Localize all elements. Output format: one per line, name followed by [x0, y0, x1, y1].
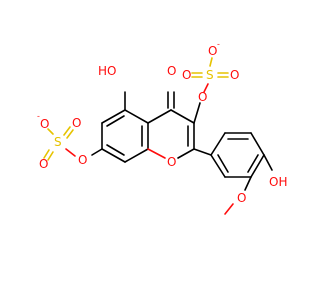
ring-a-bonds: [101, 109, 149, 163]
hydroxyl-5-label: HO: [98, 64, 116, 78]
bond-c2-c1p: [193, 148, 212, 156]
bond-s7-oright-a: [63, 126, 71, 136]
bond-c4a-c4: [147, 109, 172, 124]
bond-c3p-o: [244, 176, 252, 191]
sulfate7-oxygen-right-label: O: [72, 116, 81, 130]
bond-s7-obottom-b: [47, 151, 54, 161]
bond-c4p-c3p-inner: [247, 154, 259, 173]
bond-s3-ominus: [209, 57, 213, 67]
bond-c3-o: [193, 102, 201, 124]
bond-s7-ominus: [47, 128, 54, 135]
ring-c-bonds: [147, 109, 195, 159]
bond-c4-c3: [170, 109, 195, 124]
bond-c1p-c6p: [210, 132, 226, 156]
bond-c8-c7: [101, 148, 126, 163]
bond-c5p-c4p: [250, 132, 265, 156]
ring-b-bonds: [193, 132, 265, 178]
bond-o1-c8a: [147, 148, 166, 159]
bond-c2-o1: [177, 148, 195, 159]
bond-c7-o: [91, 148, 103, 156]
bond-s7-obottom-a: [43, 149, 50, 159]
carbonyl-oxygen-label: O: [167, 64, 176, 78]
bond-c2p-c1p: [210, 154, 226, 178]
sulfate3-oxygen-left-label: O: [182, 68, 191, 82]
sulfate7-charge-label: -: [37, 112, 40, 121]
bond-o-s3: [203, 83, 209, 93]
bond-c4p-c3p: [250, 154, 265, 178]
bond-o-methyl: [224, 203, 234, 215]
atom-labels: HO O O S O - O O O S O - O O O OH O: [37, 40, 287, 206]
sulfate7-sulfur-label: S: [54, 135, 62, 149]
sulfate3-charge-label: -: [217, 40, 220, 49]
sulfate7-bridge-oxygen-label: O: [78, 153, 87, 167]
bond-c6-c5-inner: [106, 115, 125, 127]
hydroxyl-4prime-label: OH: [269, 175, 287, 189]
sulfate7-oxygen-minus-label: O: [40, 117, 49, 131]
ring-oxygen-label: O: [167, 155, 176, 169]
bond-o-s7: [65, 148, 76, 157]
bond-c8-c7-inner: [106, 144, 125, 156]
sulfate3-sulfur-label: S: [206, 68, 214, 82]
bond-c6-c5: [101, 109, 126, 124]
bond-c4p-oh: [263, 154, 273, 171]
sulfate3-oxygen-minus-label: O: [208, 44, 217, 58]
bond-c2p-c1p-inner: [217, 154, 229, 173]
bond-s7-oright-b: [66, 129, 74, 139]
methoxy-oxygen-label: O: [237, 191, 246, 205]
bond-c4a-c5: [124, 109, 149, 124]
bond-c8a-c8: [124, 148, 149, 163]
sulfate3-bridge-oxygen-label: O: [198, 90, 207, 104]
sulfate7-oxygen-bottom-label: O: [39, 157, 48, 171]
molecule-structure: HO O O S O - O O O S O - O O O OH O: [37, 39, 288, 215]
sulfate3-oxygen-right-label: O: [230, 68, 239, 82]
